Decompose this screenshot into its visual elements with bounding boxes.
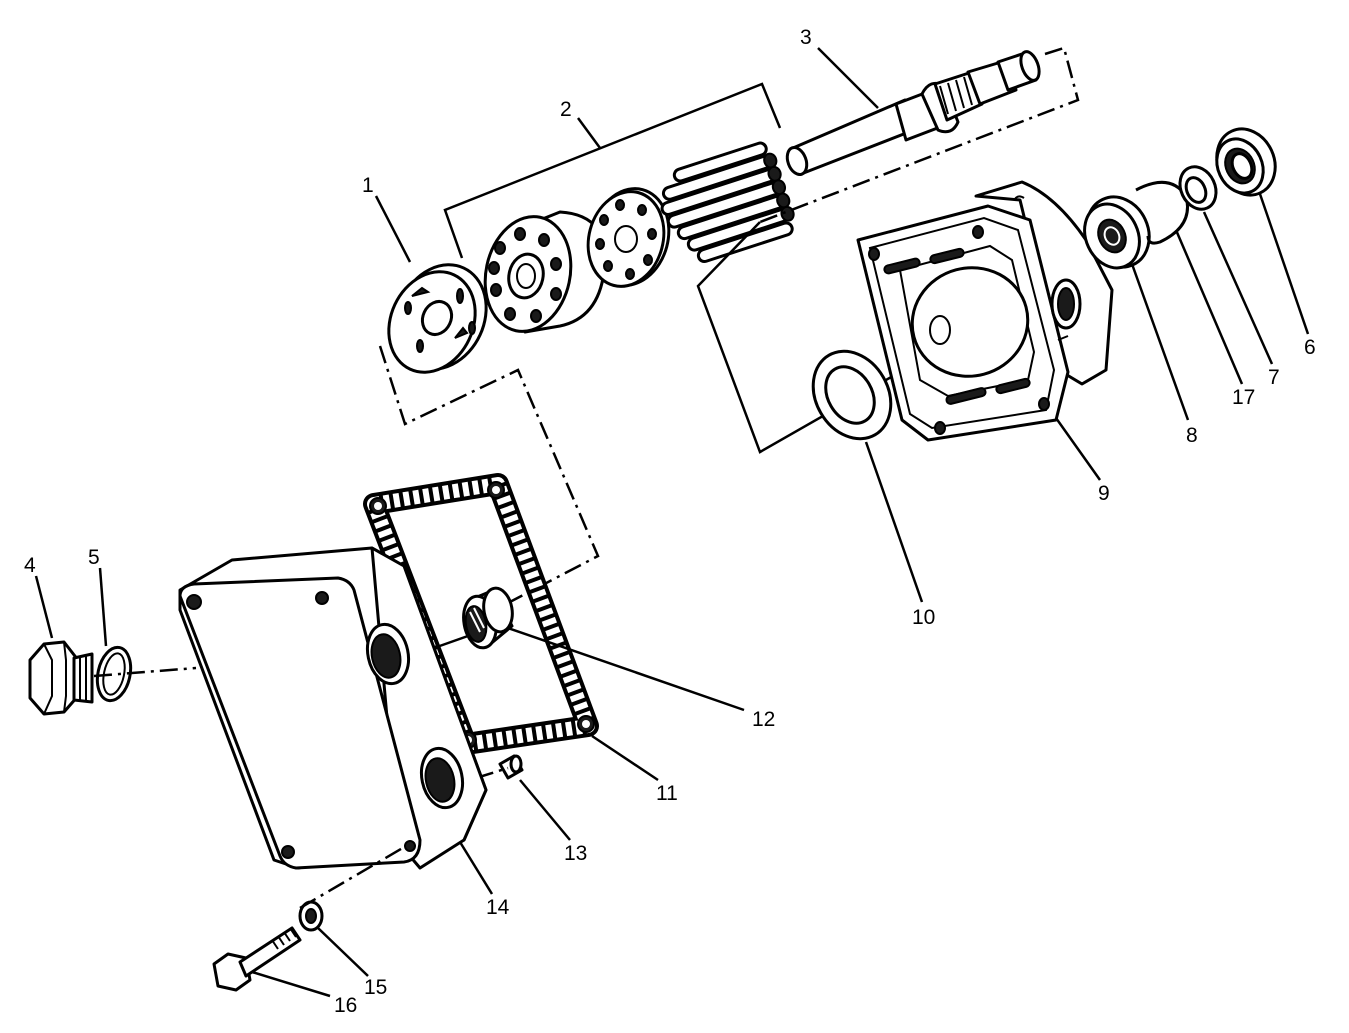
leader-15 — [317, 927, 369, 977]
callout-11: 11 — [656, 782, 678, 805]
cylinder-bores — [488, 227, 562, 323]
bracket-part-2 — [443, 82, 782, 259]
bolt — [212, 926, 302, 992]
port-plate — [387, 263, 488, 374]
pistons — [660, 141, 795, 264]
callouts: 1 2 3 4 5 6 7 8 9 10 11 12 13 14 15 16 1… — [24, 26, 1316, 1017]
shaft-seal — [1215, 127, 1277, 197]
cylinder-block — [483, 210, 607, 334]
leader-3 — [817, 47, 879, 109]
callout-2: 2 — [560, 98, 572, 121]
leader-4 — [34, 575, 54, 639]
callout-14: 14 — [486, 896, 510, 919]
snap-ring — [1135, 180, 1189, 245]
callout-5: 5 — [88, 546, 100, 569]
callout-13: 13 — [564, 842, 587, 865]
plug — [28, 640, 94, 716]
o-ring — [95, 645, 133, 703]
callout-1: 1 — [362, 174, 374, 197]
leader-16 — [251, 970, 331, 998]
callout-10: 10 — [912, 606, 935, 629]
callout-8: 8 — [1186, 424, 1198, 447]
cover-port-upper — [365, 622, 411, 686]
dowel-pin — [498, 754, 524, 780]
callout-6: 6 — [1304, 336, 1316, 359]
callout-17: 17 — [1232, 386, 1255, 409]
needle-bearing — [462, 586, 514, 650]
leader-11 — [591, 734, 659, 782]
bracket-port-plate-cover — [378, 345, 600, 606]
end-cover — [178, 546, 488, 870]
leader-lines — [34, 47, 1310, 998]
leader-13 — [519, 779, 571, 841]
callout-9: 9 — [1098, 482, 1110, 505]
drive-shaft — [785, 50, 1041, 177]
bracket-shaft — [759, 46, 1080, 224]
leader-5 — [98, 567, 108, 647]
leader-14 — [458, 841, 494, 895]
thrust-washer — [811, 349, 893, 441]
leader-2 — [576, 117, 602, 149]
pump-housing — [856, 180, 1114, 442]
leader-1 — [374, 195, 412, 263]
small-seal — [1178, 165, 1218, 211]
callout-3: 3 — [800, 26, 812, 49]
callout-16: 16 — [334, 994, 357, 1017]
callout-4: 4 — [24, 554, 36, 577]
callout-7: 7 — [1268, 366, 1280, 389]
retainer-plate — [586, 187, 671, 288]
callout-12: 12 — [752, 708, 775, 731]
leader-7 — [1202, 211, 1274, 365]
leader-17 — [1174, 229, 1244, 385]
bearing — [1083, 195, 1151, 270]
leader-8 — [1130, 263, 1190, 421]
bolt-centerline — [299, 844, 407, 910]
leader-10 — [864, 441, 924, 603]
callout-15: 15 — [364, 976, 387, 999]
cover-port-lower — [419, 746, 465, 810]
bearing-centerline — [433, 634, 469, 650]
leader-6 — [1258, 193, 1310, 335]
plug-centerline — [93, 666, 197, 678]
leader-12 — [507, 626, 745, 712]
leader-9 — [1054, 417, 1102, 481]
